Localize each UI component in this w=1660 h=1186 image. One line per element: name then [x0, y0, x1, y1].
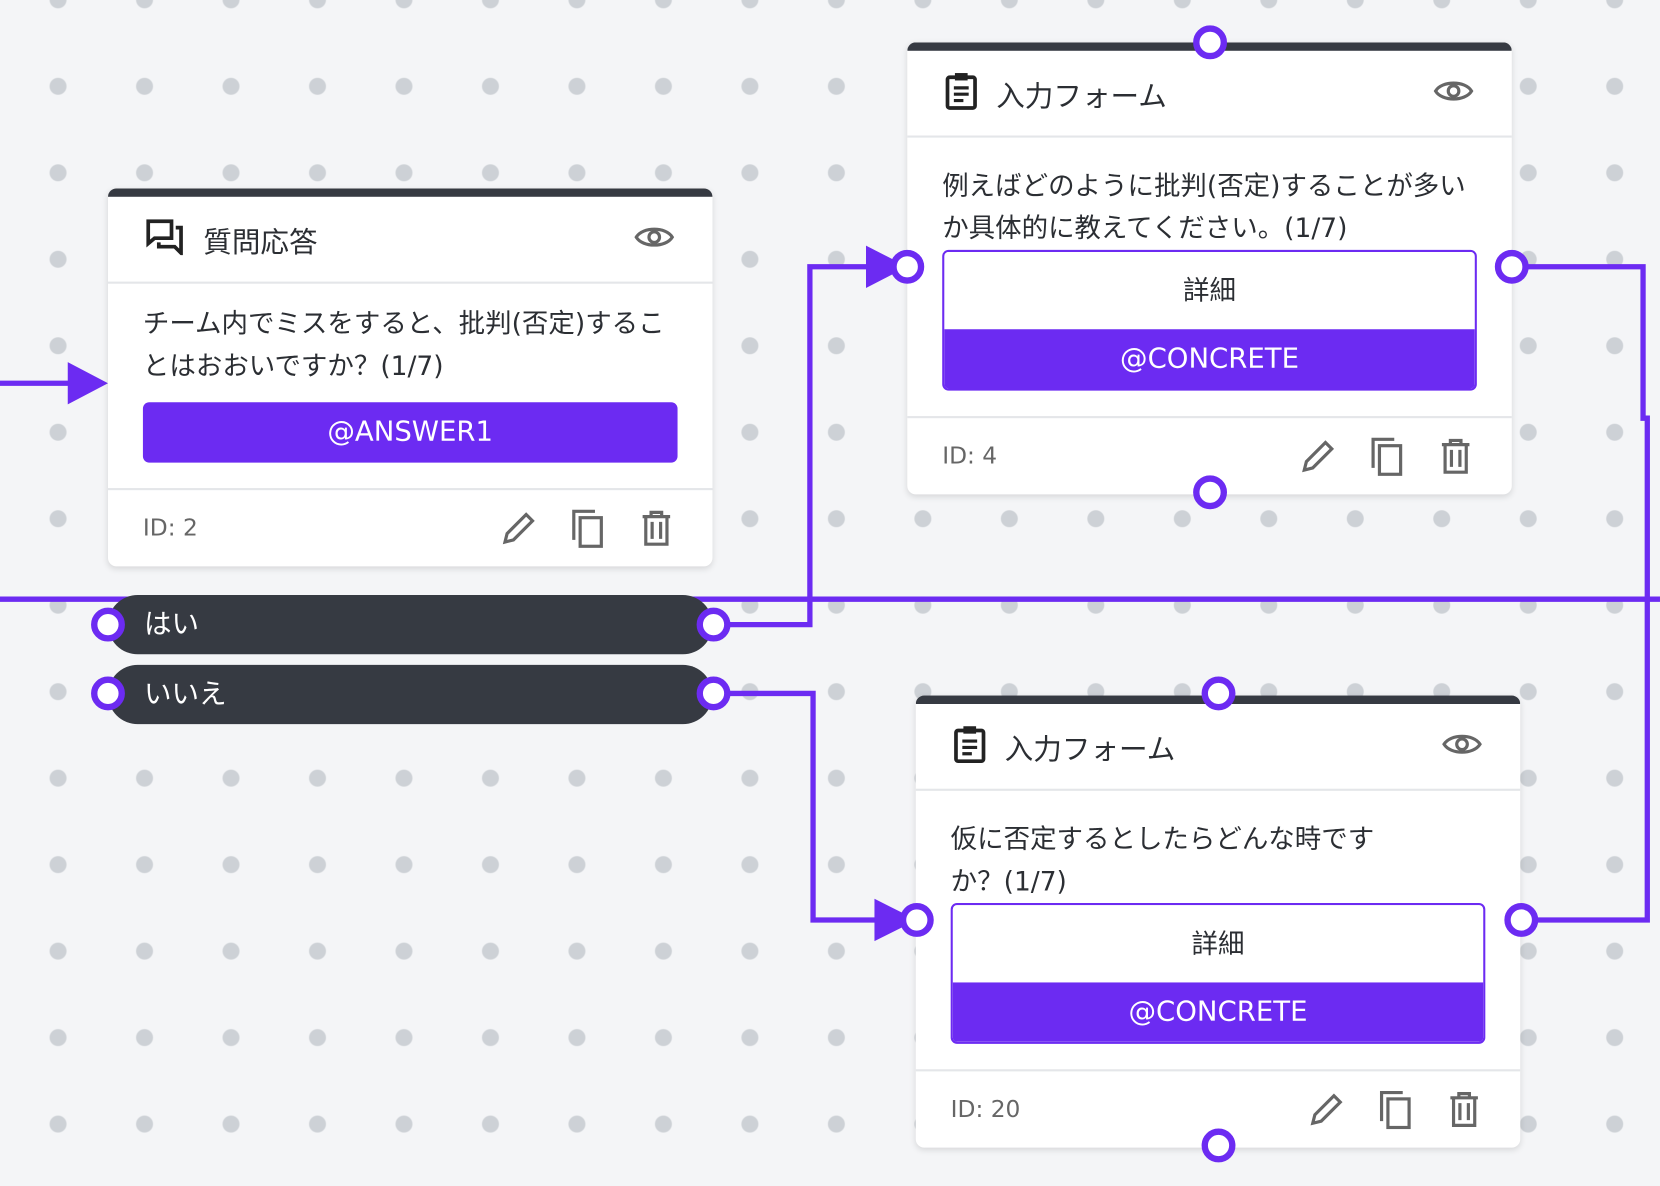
clipboard-icon: [954, 725, 986, 767]
node-type-title: 質問応答: [203, 226, 318, 259]
port-node20-right[interactable]: [1504, 903, 1539, 937]
port-node20-left[interactable]: [899, 903, 934, 937]
node-card-form[interactable]: 入力フォーム 仮に否定するとしたらどんな時ですか？(1/7) 詳細 @CONCR…: [915, 695, 1521, 1148]
trash-icon[interactable]: [1443, 1088, 1485, 1130]
edge-no-to-node20: [713, 690, 881, 923]
option-yes[interactable]: はい: [107, 594, 713, 655]
input-field-block[interactable]: 詳細 @CONCRETE: [950, 903, 1486, 1044]
node-id: ID: 2: [142, 515, 198, 542]
port-node4-left[interactable]: [890, 249, 925, 284]
port-node20-bottom[interactable]: [1201, 1128, 1236, 1163]
question-text: 例えばどのように批判(否定)することが多いか具体的に教えてください。(1/7): [942, 170, 1466, 244]
node-header: 質問応答: [107, 197, 713, 284]
option-no[interactable]: いいえ: [107, 664, 713, 725]
arrow-icon: [865, 245, 908, 288]
edit-pencil-icon[interactable]: [1305, 1088, 1347, 1130]
question-text: チーム内でミスをすると、批判(否定)することはおおいですか？(1/7): [142, 308, 665, 382]
copy-icon[interactable]: [1366, 435, 1408, 477]
node-type-title: 入力フォーム: [1004, 733, 1176, 766]
eye-icon[interactable]: [1433, 77, 1474, 109]
clipboard-icon: [945, 72, 977, 114]
port-yes-out[interactable]: [696, 607, 731, 642]
node-id: ID: 4: [942, 443, 998, 470]
arrow-icon: [67, 362, 108, 405]
edit-pencil-icon[interactable]: [1297, 435, 1339, 477]
port-node20-top[interactable]: [1201, 676, 1236, 711]
variable-label: @CONCRETE: [944, 329, 1475, 389]
eye-icon[interactable]: [1442, 730, 1482, 762]
trash-icon[interactable]: [635, 507, 677, 549]
edge-node4-node20: [1511, 264, 1650, 923]
port-node4-right[interactable]: [1494, 249, 1529, 284]
edit-pencil-icon[interactable]: [498, 507, 540, 549]
port-no-out[interactable]: [696, 676, 731, 711]
field-label: 詳細: [952, 905, 1484, 983]
copy-icon[interactable]: [566, 507, 608, 549]
answer-variable-button[interactable]: @ANSWER1: [142, 402, 678, 463]
field-label: 詳細: [944, 251, 1475, 330]
edge-yes-to-node4: [713, 264, 874, 628]
arrow-icon: [874, 898, 917, 942]
eye-icon[interactable]: [634, 223, 675, 255]
variable-label: @CONCRETE: [952, 982, 1484, 1042]
node-card-qa[interactable]: 質問応答 チーム内でミスをすると、批判(否定)することはおおいですか？(1/7)…: [107, 188, 713, 567]
question-text: 仮に否定するとしたらどんな時ですか？(1/7): [950, 823, 1375, 897]
port-yes-in[interactable]: [91, 607, 125, 642]
node-header: 入力フォーム: [915, 704, 1521, 791]
node-card-form[interactable]: 入力フォーム 例えばどのように批判(否定)することが多いか具体的に教えてください…: [907, 42, 1512, 495]
node-type-title: 入力フォーム: [996, 79, 1167, 113]
node-header: 入力フォーム: [907, 51, 1512, 138]
port-no-in[interactable]: [91, 676, 125, 711]
port-node4-top[interactable]: [1193, 25, 1227, 60]
chat-icon: [146, 219, 184, 259]
trash-icon[interactable]: [1434, 435, 1476, 477]
node-id: ID: 20: [950, 1096, 1021, 1123]
port-node4-bottom[interactable]: [1193, 475, 1227, 510]
copy-icon[interactable]: [1374, 1088, 1416, 1130]
input-field-block[interactable]: 詳細 @CONCRETE: [942, 249, 1477, 391]
